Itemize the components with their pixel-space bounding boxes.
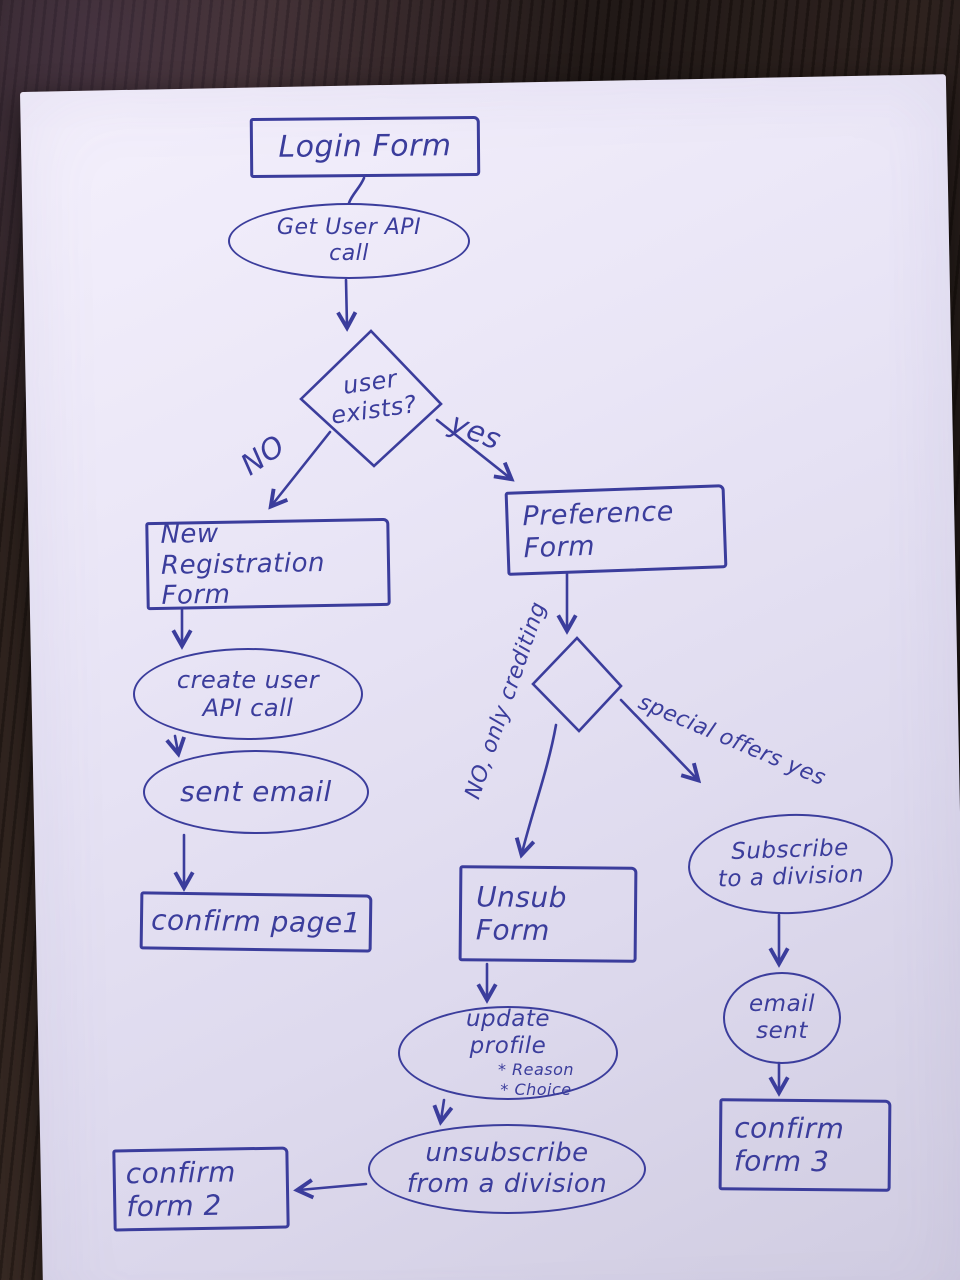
node-create-user-api-call: create user API call [133,648,363,740]
node-confirm-form2: confirm form 2 [112,1146,290,1232]
node-confirm-form3: confirm form 3 [718,1098,892,1192]
node-unsubscribe-from-division: unsubscribe from a division [368,1124,646,1214]
node-new-registration-form: New Registration Form [145,517,391,611]
node-email-sent: email sent [723,972,841,1064]
edge-update-to-unsubscribe [441,1098,444,1120]
decision-diamond-crediting [531,636,623,733]
node-confirm-page1: confirm page1 [139,891,373,953]
edge-label-no-only-crediting: NO, only crediting [460,598,552,803]
edge-label-yes: yes [445,405,507,457]
edge-unsubscribe-to-confirm2 [299,1184,368,1190]
node-preference-form: Preference Form [504,484,728,576]
edge-create-to-sentemail [175,734,178,752]
edge-label-special-offers-yes: special offers yes [634,689,830,792]
node-login-form: Login Form [249,115,481,179]
node-user-exists-decision-label: user exists? [329,364,419,430]
edge-decision2-to-unsub [522,723,558,853]
update-profile-label: update profile [465,1005,551,1059]
update-profile-notes: * Reason * Choice [497,1060,575,1100]
node-subscribe-to-division: Subscribe to a division [686,810,895,918]
node-get-user-api-call: Get User API call [228,203,470,279]
node-update-profile: update profile * Reason * Choice [398,1006,618,1100]
edge-label-no: NO [234,428,292,482]
edge-login-to-getuser [347,176,366,205]
node-unsub-form: Unsub Form [458,865,638,963]
node-sent-email: sent email [143,750,369,834]
edge-getuser-to-decision [346,278,347,326]
